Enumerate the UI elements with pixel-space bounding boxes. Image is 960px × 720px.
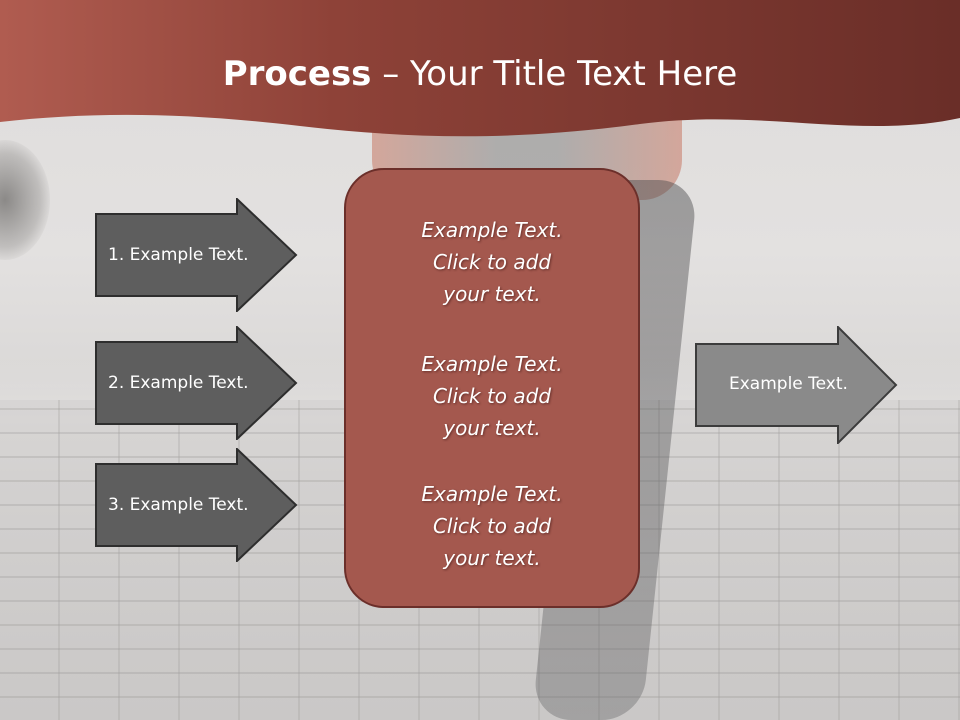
center-item-line: Click to add	[432, 514, 552, 538]
center-item-line: your text.	[443, 546, 541, 570]
center-item-3: Example Text. Click to add your text.	[346, 478, 638, 574]
title-bold-part: Process	[222, 54, 372, 94]
center-item-line: Example Text.	[421, 482, 563, 506]
slide-title[interactable]: Process – Your Title Text Here	[0, 52, 960, 96]
center-item-line: Example Text.	[421, 352, 563, 376]
right-arrow-label: Example Text.	[729, 374, 848, 394]
header-wave-shape	[0, 0, 960, 137]
left-arrow-1[interactable]: 1. Example Text.	[95, 198, 301, 312]
center-item-1: Example Text. Click to add your text.	[346, 214, 638, 310]
center-item-line: your text.	[443, 282, 541, 306]
arrow-right-icon	[95, 326, 298, 440]
arrow-right-icon	[695, 326, 898, 444]
left-arrow-3[interactable]: 3. Example Text.	[95, 448, 301, 562]
left-arrow-3-label: 3. Example Text.	[108, 495, 249, 515]
center-item-2: Example Text. Click to add your text.	[346, 348, 638, 444]
arrow-right-icon	[95, 448, 298, 562]
center-item-line: Example Text.	[421, 218, 563, 242]
header-band	[0, 0, 960, 140]
center-item-line: your text.	[443, 416, 541, 440]
left-arrow-2[interactable]: 2. Example Text.	[95, 326, 301, 440]
left-arrow-1-label: 1. Example Text.	[108, 245, 249, 265]
center-text-box[interactable]: Example Text. Click to add your text. Ex…	[344, 168, 640, 608]
center-item-line: Click to add	[432, 250, 552, 274]
left-arrow-2-label: 2. Example Text.	[108, 373, 249, 393]
arrow-right-icon	[95, 198, 298, 312]
title-rest-part: – Your Title Text Here	[371, 54, 738, 94]
right-output-arrow[interactable]: Example Text.	[695, 326, 901, 444]
center-item-line: Click to add	[432, 384, 552, 408]
